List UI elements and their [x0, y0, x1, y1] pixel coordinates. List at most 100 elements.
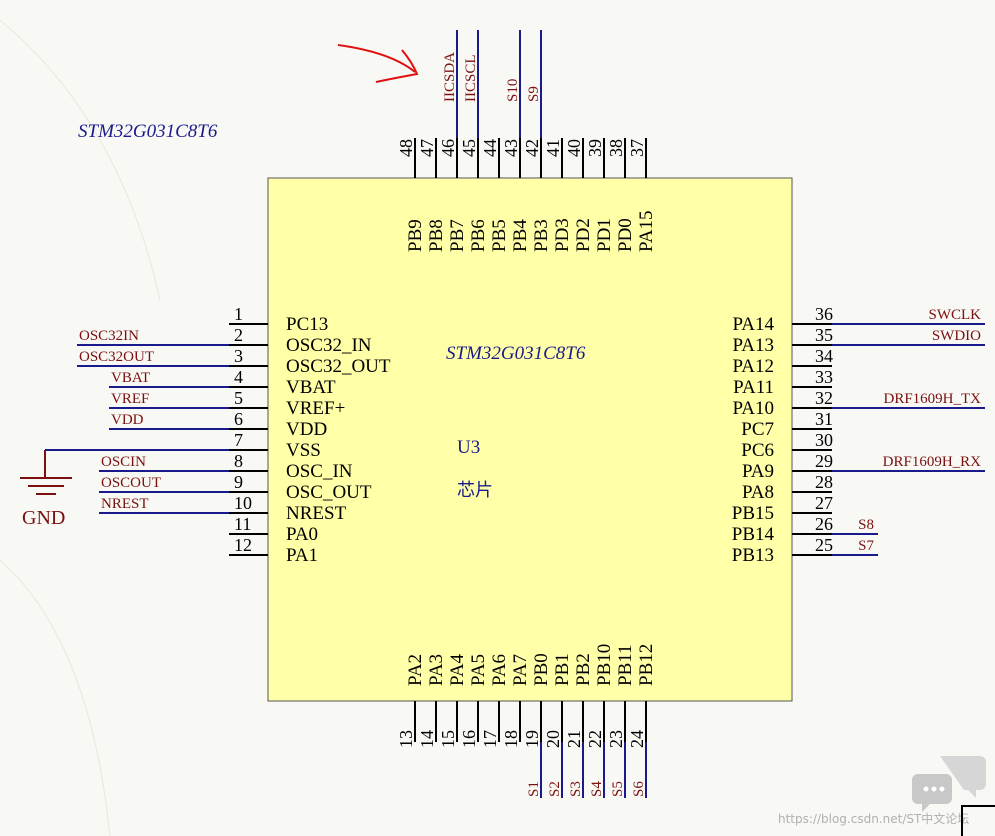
pin-name-vref: VREF+ [286, 398, 345, 419]
part-name-center: STM32G031C8T6 [446, 343, 586, 364]
net-label-s5: S5 [610, 781, 626, 797]
pin-number-25: 25 [815, 535, 833, 555]
annotation-arrow [337, 44, 419, 83]
pin-number-12: 12 [234, 535, 252, 555]
pin-number-11: 11 [234, 514, 251, 534]
pin-name-pb6: PB6 [468, 219, 489, 252]
gnd-label: GND [22, 507, 65, 529]
pin-name-pa10: PA10 [732, 398, 774, 419]
pin-number-38: 38 [606, 139, 626, 157]
pin-number-10: 10 [234, 493, 252, 513]
pin-number-30: 30 [815, 430, 833, 450]
pin-name-pa12: PA12 [732, 356, 774, 377]
pin-number-41: 41 [543, 139, 563, 157]
net-label-nrest: NREST [101, 496, 149, 512]
pin-name-pb12: PB12 [636, 644, 657, 686]
pin-number-44: 44 [480, 139, 500, 157]
part-name-top: STM32G031C8T6 [78, 121, 218, 142]
net-label-s8: S8 [858, 517, 874, 533]
sheet-arc [0, 559, 111, 836]
pin-number-13: 13 [396, 730, 416, 748]
pin-name-pb8: PB8 [426, 219, 447, 252]
net-label-drf1609h-tx: DRF1609H_TX [883, 391, 981, 407]
pin-number-28: 28 [815, 472, 833, 492]
pin-number-8: 8 [234, 451, 243, 471]
pin-number-34: 34 [815, 346, 833, 366]
pin-number-1: 1 [234, 304, 243, 324]
component-comment: 芯片 [457, 480, 493, 501]
pin-name-pa7: PA7 [510, 654, 531, 686]
pin-name-pd2: PD2 [573, 218, 594, 252]
pin-name-pa2: PA2 [405, 654, 426, 686]
designator: U3 [457, 437, 480, 458]
net-label-oscin: OSCIN [101, 454, 146, 470]
pin-number-15: 15 [438, 730, 458, 748]
chat-bubble-icon [912, 774, 952, 812]
pin-number-7: 7 [234, 430, 243, 450]
pin-name-pc7: PC7 [741, 419, 774, 440]
pin-number-24: 24 [627, 730, 647, 748]
pin-number-21: 21 [564, 730, 584, 748]
chat-bubble-icon-back [940, 756, 986, 798]
pin-name-pd3: PD3 [552, 218, 573, 252]
pin-number-9: 9 [234, 472, 243, 492]
pin-name-osc-in: OSC_IN [286, 461, 353, 482]
pin-name-pb7: PB7 [447, 219, 468, 252]
pin-number-35: 35 [815, 325, 833, 345]
pin-name-pb11: PB11 [615, 644, 636, 686]
pin-number-19: 19 [522, 730, 542, 748]
pin-number-47: 47 [417, 139, 437, 157]
net-label-s7: S7 [858, 538, 874, 554]
net-label-drf1609h-rx: DRF1609H_RX [883, 454, 982, 470]
pin-number-45: 45 [459, 139, 479, 157]
pin-name-pa9: PA9 [742, 461, 774, 482]
pin-name-pb3: PB3 [531, 219, 552, 252]
pin-name-pa3: PA3 [426, 654, 447, 686]
pin-name-pa11: PA11 [733, 377, 774, 398]
pin-name-pb10: PB10 [594, 644, 615, 686]
pin-name-pc13: PC13 [286, 314, 328, 335]
pin-number-31: 31 [815, 409, 833, 429]
pin-name-pa8: PA8 [742, 482, 774, 503]
net-label-s6: S6 [631, 781, 647, 797]
pin-number-3: 3 [234, 346, 243, 366]
pin-name-pa14: PA14 [732, 314, 774, 335]
net-label-s9: S9 [526, 86, 542, 102]
pin-name-pb14: PB14 [732, 524, 775, 545]
gnd-symbol[interactable]: GND [20, 449, 229, 529]
net-label-iicscl: IICSCL [463, 54, 479, 102]
pin-name-pa6: PA6 [489, 654, 510, 686]
pin-number-23: 23 [606, 730, 626, 748]
pin-number-48: 48 [396, 139, 416, 157]
pin-number-6: 6 [234, 409, 243, 429]
pin-name-pb4: PB4 [510, 219, 531, 252]
pin-name-pd1: PD1 [594, 218, 615, 252]
watermark-text: https://blog.csdn.net/ST中文论坛 [778, 811, 969, 826]
pin-name-pc6: PC6 [741, 440, 774, 461]
pin-name-pa13: PA13 [732, 335, 774, 356]
pin-name-pb1: PB1 [552, 653, 573, 686]
pin-number-43: 43 [501, 139, 521, 157]
net-label-vref: VREF [111, 391, 149, 407]
net-label-vbat: VBAT [111, 370, 150, 386]
pin-number-22: 22 [585, 730, 605, 748]
pin-number-29: 29 [815, 451, 833, 471]
pin-name-pb13: PB13 [732, 545, 774, 566]
net-label-iicsda: IICSDA [442, 52, 458, 102]
pin-name-osc-out: OSC_OUT [286, 482, 372, 503]
net-label-oscout: OSCOUT [101, 475, 161, 491]
pin-name-osc32-in: OSC32_IN [286, 335, 372, 356]
pin-number-26: 26 [815, 514, 833, 534]
pin-name-pb0: PB0 [531, 653, 552, 686]
pin-number-27: 27 [815, 493, 833, 513]
pin-name-pb9: PB9 [405, 219, 426, 252]
chip-body[interactable] [267, 177, 793, 702]
pin-number-46: 46 [438, 139, 458, 157]
net-label-swclk: SWCLK [929, 307, 982, 323]
pin-number-42: 42 [522, 139, 542, 157]
pin-number-4: 4 [234, 367, 243, 387]
pin-number-40: 40 [564, 139, 584, 157]
pin-number-18: 18 [501, 730, 521, 748]
